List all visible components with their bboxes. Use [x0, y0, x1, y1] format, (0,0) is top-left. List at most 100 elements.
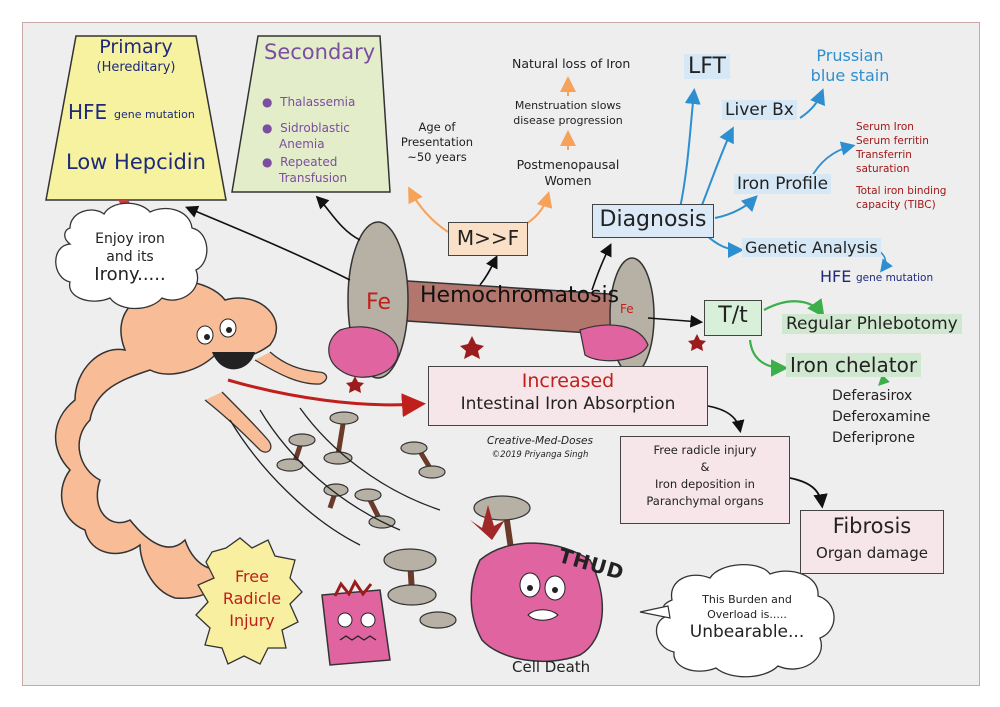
- postmeno-line-2: Women: [544, 173, 592, 188]
- burden-line-3: Unbearable...: [689, 622, 805, 642]
- free-radicle-text: Free Radicle Injury: [210, 566, 294, 632]
- chelator-list: Deferasirox Deferoxamine Deferiprone: [832, 386, 930, 449]
- fe-left: Fe: [366, 290, 391, 315]
- iron-profile-item-4: saturation: [856, 163, 910, 175]
- menstruation-text: Menstruation slows disease progression: [510, 98, 626, 128]
- motion-line-2: [259, 409, 401, 531]
- primary-trapezoid: [45, 35, 227, 201]
- enjoy-cloud: [55, 202, 208, 310]
- iron-profile-item-1: Serum Iron: [856, 121, 914, 133]
- iron-profile-item-2: Serum ferritin: [856, 135, 929, 147]
- primary-hfe-note: gene mutation: [114, 108, 195, 121]
- enjoy-line-3: Irony.....: [94, 264, 166, 285]
- hemochromatosis-label: Hemochromatosis: [420, 283, 620, 308]
- secondary-trapezoid: [231, 35, 391, 193]
- enjoy-text: Enjoy iron and its Irony.....: [76, 230, 184, 284]
- chelator-deferoxamine: Deferoxamine: [832, 409, 931, 425]
- fibrosis-box: [800, 510, 944, 574]
- injury-line-4: Paranchymal organs: [646, 494, 764, 508]
- prussian-line-1: Prussian: [816, 46, 884, 65]
- lft-label: LFT: [684, 54, 730, 79]
- injury-line-2: &: [700, 460, 710, 474]
- diagnosis-title: Diagnosis: [599, 207, 707, 232]
- treatment-label: T/t: [718, 303, 748, 328]
- intestine-cartoon: [54, 280, 328, 599]
- free-radicle-line-1: Free: [235, 567, 269, 586]
- red-thorn: [470, 505, 505, 540]
- pink-cell-left: [328, 326, 399, 378]
- prussian-line-2: blue stain: [810, 66, 890, 85]
- primary-subtitle: (Hereditary): [96, 60, 176, 75]
- enjoy-line-1: Enjoy iron: [95, 231, 165, 247]
- chelator-deferasirox: Deferasirox: [832, 388, 913, 404]
- red-star-2: [346, 376, 364, 393]
- enjoy-line-2: and its: [106, 249, 154, 265]
- liver-bx-label: Liver Bx: [722, 100, 797, 120]
- burden-text: This Burden and Overload is..... Unbeara…: [684, 592, 810, 642]
- menstruation-line-2: disease progression: [513, 114, 623, 127]
- secondary-item-anemia: Anemia: [279, 137, 325, 151]
- primary-hepcidin: Low Hepcidin: [66, 150, 206, 174]
- secondary-item-repeated: ● Repeated: [262, 155, 338, 169]
- burden-cloud-tail: [639, 605, 671, 619]
- secondary-item-thalassemia: ● Thalassemia: [262, 95, 356, 109]
- secondary-list: ● Thalassemia ● Sidroblastic Anemia ● Re…: [262, 94, 355, 186]
- age-line-3: ~50 years: [407, 150, 467, 164]
- injury-line-3: Iron deposition in: [655, 477, 755, 491]
- secondary-item-sidroblastic: ● Sidroblastic: [262, 121, 350, 135]
- secondary-item-transfusion: Transfusion: [279, 171, 348, 185]
- gender-box: [448, 222, 528, 256]
- burden-line-2: Overload is.....: [707, 608, 787, 621]
- postmenopausal-text: Postmenopausal Women: [510, 157, 626, 189]
- diagnosis-box: [592, 204, 714, 238]
- menstruation-line-1: Menstruation slows: [514, 99, 622, 112]
- postmeno-line-1: Postmenopausal: [516, 157, 620, 172]
- fibrosis-subtitle: Organ damage: [816, 544, 928, 562]
- primary-hfe: HFE: [68, 100, 108, 124]
- iron-profile-list: Serum Iron Serum ferritin Transferrin sa…: [856, 120, 946, 212]
- credit-line-1: Creative-Med-Doses: [487, 435, 593, 447]
- phlebotomy-label: Regular Phlebotomy: [782, 314, 962, 334]
- genetic-hfe-note: gene mutation: [856, 272, 934, 284]
- burden-cloud: [655, 563, 835, 678]
- fe-right: Fe: [620, 302, 634, 316]
- age-text: Age of Presentation ~50 years: [394, 120, 480, 165]
- free-radicle-line-2: Radicle: [222, 589, 282, 608]
- injury-text: Free radicle injury & Iron deposition in…: [620, 442, 790, 510]
- age-line-2: Presentation: [400, 135, 474, 149]
- small-pink-cell: [321, 589, 391, 666]
- cell-death-label: Cell Death: [512, 658, 591, 676]
- tibc-line-1: Total iron binding: [856, 185, 947, 197]
- gender-label: M>>F: [456, 226, 520, 250]
- iron-profile-label: Iron Profile: [734, 174, 832, 194]
- iron-profile-item-3: Transferrin: [856, 149, 912, 161]
- absorption-box: [428, 366, 708, 426]
- genetic-label: Genetic Analysis: [742, 238, 881, 257]
- motion-line-3: [299, 407, 441, 511]
- chelator-label: Iron chelator: [786, 353, 922, 377]
- absorption-line-2: Intestinal Iron Absorption: [460, 394, 676, 414]
- secondary-title: Secondary: [264, 40, 376, 64]
- pink-cell-right: [579, 324, 649, 362]
- credit-text: Creative-Med-Doses ©2019 Priyanga Singh: [470, 434, 610, 462]
- treatment-box: [704, 300, 762, 336]
- red-star-3: [688, 334, 706, 351]
- chelator-deferiprone: Deferiprone: [832, 430, 915, 446]
- red-star-1: [460, 336, 484, 359]
- motion-line-1: [229, 419, 361, 546]
- burden-line-1: This Burden and: [702, 593, 792, 606]
- fibrosis-title: Fibrosis: [832, 514, 912, 538]
- absorption-line-1: Increased: [521, 370, 615, 392]
- free-radicle-line-3: Injury: [229, 611, 275, 630]
- primary-title: Primary: [99, 36, 173, 58]
- age-line-1: Age of: [418, 120, 456, 134]
- genetic-hfe: HFE: [820, 267, 852, 286]
- big-pink-cell: [470, 542, 603, 663]
- free-radicle-starburst: [195, 537, 303, 665]
- injury-line-1: Free radicle injury: [653, 443, 757, 457]
- injury-box: [620, 436, 790, 524]
- prussian-text: Prussian blue stain: [800, 46, 900, 86]
- tibc-line-2: capacity (TIBC): [856, 199, 936, 211]
- credit-line-2: ©2019 Priyanga Singh: [491, 450, 589, 460]
